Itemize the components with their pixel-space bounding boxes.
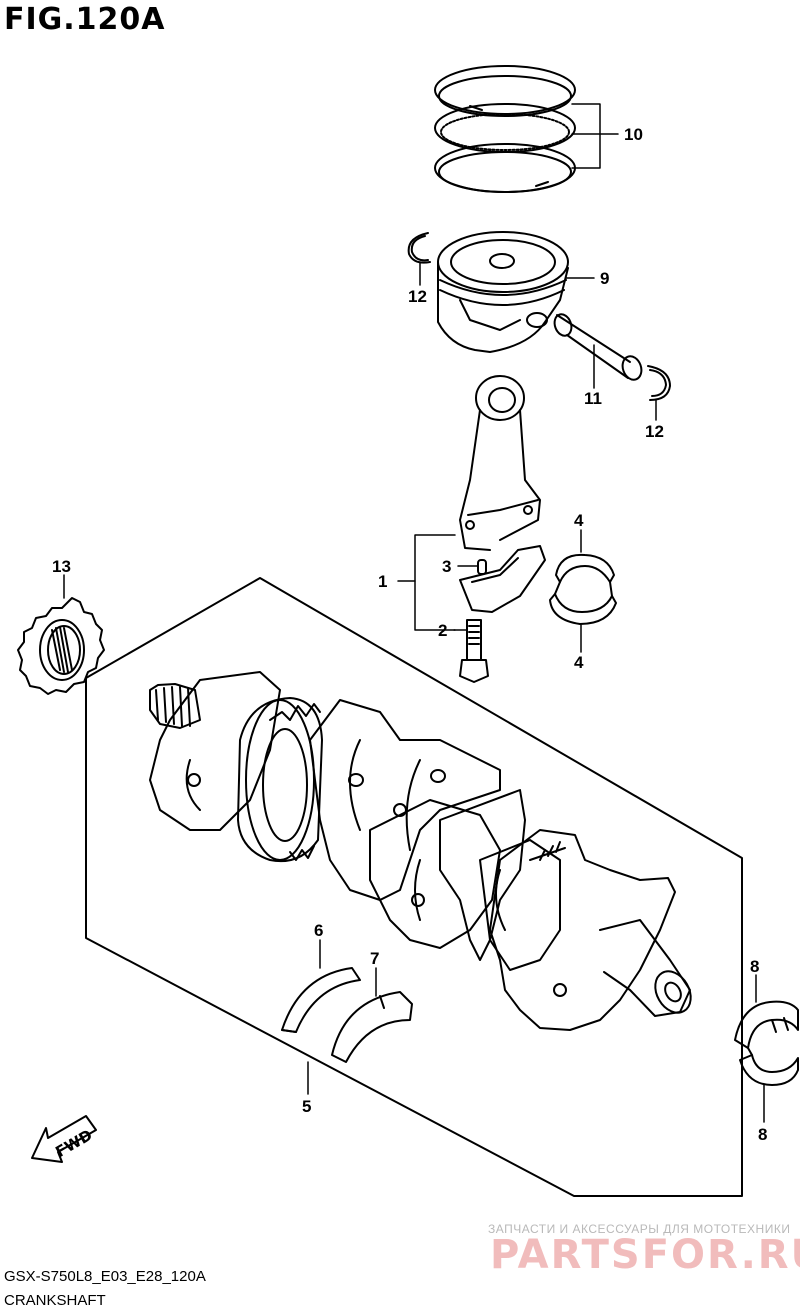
callout-1: 1 <box>378 572 387 591</box>
conrod-bearing-shells[interactable] <box>549 553 617 625</box>
crankshaft[interactable] <box>149 671 698 1031</box>
callout-12-left: 12 <box>408 287 427 306</box>
callout-8-bottom: 8 <box>758 1125 767 1144</box>
callout-9: 9 <box>600 269 609 288</box>
crank-sprocket[interactable] <box>17 597 105 695</box>
callout-5: 5 <box>302 1097 311 1116</box>
callout-labels: 10 9 12 11 12 4 13 3 1 2 4 6 7 8 5 8 <box>52 125 767 1144</box>
callout-7: 7 <box>370 949 379 968</box>
callout-12-right: 12 <box>645 422 664 441</box>
piston[interactable] <box>437 231 569 353</box>
circlip-right[interactable] <box>649 369 667 397</box>
callout-3: 3 <box>442 557 451 576</box>
callout-2: 2 <box>438 621 447 640</box>
callout-13: 13 <box>52 557 71 576</box>
forward-direction-arrow: FWD <box>31 1115 97 1163</box>
crankshaft-group-border <box>85 577 743 1197</box>
section-name: CRANKSHAFT <box>4 1292 106 1309</box>
circlip-left[interactable] <box>410 235 429 262</box>
watermark-tagline: ЗАПЧАСТИ И АКСЕССУАРЫ ДЛЯ МОТОТЕХНИКИ <box>488 1222 791 1236</box>
figure-title: FIG.120A <box>4 2 166 37</box>
dowel-pin[interactable] <box>477 559 487 575</box>
thrust-bearing-7[interactable] <box>331 991 413 1063</box>
piston-rings[interactable] <box>434 65 576 193</box>
thrust-bearing-6[interactable] <box>281 967 361 1033</box>
connecting-rod-cap[interactable] <box>459 545 546 613</box>
rod-bolt[interactable] <box>459 619 489 683</box>
leader-lines <box>63 103 765 1123</box>
callout-8-top: 8 <box>750 957 759 976</box>
callout-10: 10 <box>624 125 643 144</box>
watermark-brand: PARTSFOR.RU <box>490 1232 800 1278</box>
callout-11: 11 <box>584 389 602 408</box>
callout-6: 6 <box>314 921 323 940</box>
callout-4-top: 4 <box>574 511 584 530</box>
model-code: GSX-S750L8_E03_E28_120A <box>4 1268 206 1285</box>
connecting-rod[interactable] <box>459 375 541 551</box>
callout-4-bottom: 4 <box>574 653 584 672</box>
piston-pin[interactable] <box>552 312 645 382</box>
main-bearing-shells[interactable] <box>734 1000 799 1086</box>
